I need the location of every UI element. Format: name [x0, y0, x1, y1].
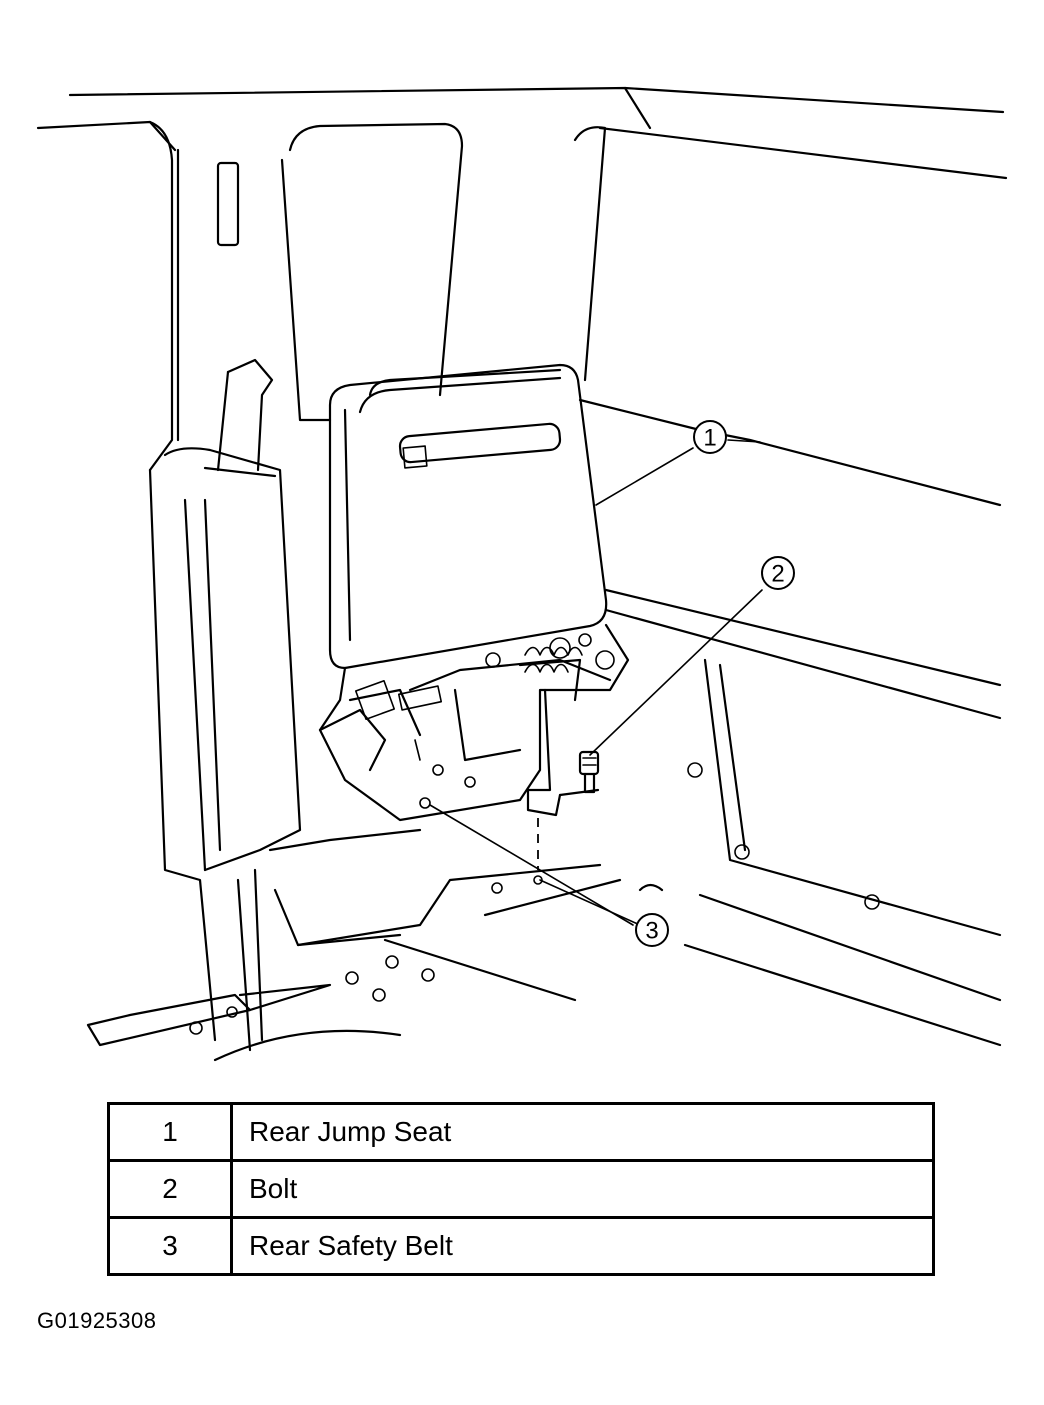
callout-2-number: 2 [771, 561, 784, 588]
legend-description: Bolt [230, 1159, 935, 1219]
legend-number: 1 [107, 1102, 233, 1162]
window-frames [280, 122, 1002, 937]
bolt-icon [578, 750, 600, 794]
jump-seat-illustration: 1 2 3 [36, 86, 1008, 1062]
callout-2: 2 [761, 556, 795, 590]
seat-mechanism [318, 623, 630, 822]
legend-number: 2 [107, 1159, 233, 1219]
left-pillar [148, 120, 302, 1052]
legend-description: Rear Jump Seat [230, 1102, 935, 1162]
legend-description: Rear Safety Belt [230, 1216, 935, 1276]
figure-id: G01925308 [37, 1308, 157, 1333]
roof-lines [36, 86, 1008, 180]
table-row: 2 Bolt [107, 1159, 935, 1219]
legend-table: 1 Rear Jump Seat 2 Bolt 3 Rear Safety Be… [107, 1102, 935, 1276]
legend-number: 3 [107, 1216, 233, 1276]
leader-lines [429, 439, 763, 926]
table-row: 1 Rear Jump Seat [107, 1102, 935, 1162]
table-row: 3 Rear Safety Belt [107, 1216, 935, 1276]
belt-anchor [526, 688, 600, 885]
floor [86, 828, 1002, 1062]
callout-3-number: 3 [645, 918, 658, 945]
callout-3: 3 [635, 913, 669, 947]
callout-1-number: 1 [703, 425, 716, 452]
callout-1: 1 [693, 420, 727, 454]
seat-back [328, 363, 608, 670]
belt-guide [203, 358, 277, 478]
